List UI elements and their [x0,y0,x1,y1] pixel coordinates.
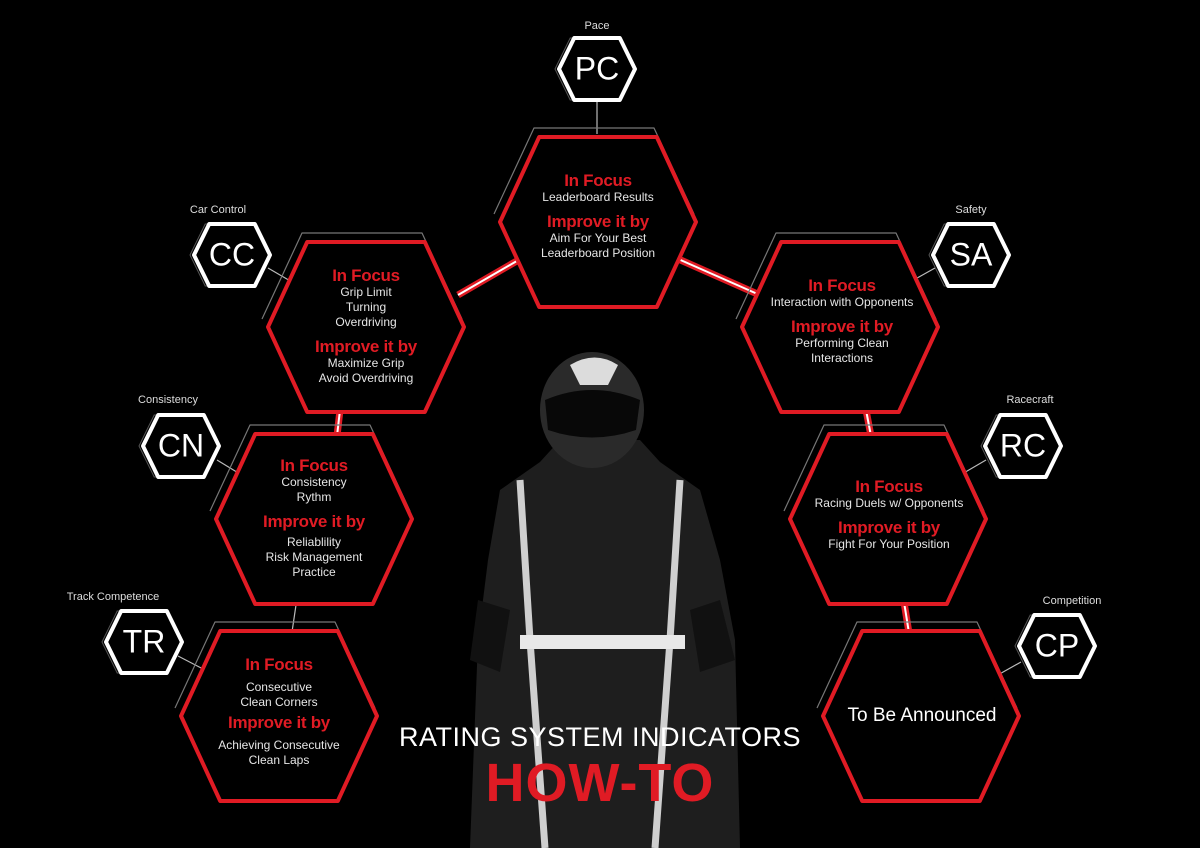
card-safety[interactable]: In Focus Interaction with Opponents Impr… [771,277,914,366]
hex-card [266,240,466,414]
focus-heading: In Focus [245,655,313,674]
focus-item: Consecutive [245,680,313,694]
improve-heading: Improve it by [315,337,417,356]
connector-gray [177,655,206,671]
label-consistency: Consistency [138,394,198,406]
connector-white [865,409,872,437]
connector-gray [291,604,297,633]
connector-white [675,257,763,297]
hex-card [179,629,379,803]
focus-item: Overdriving [335,315,397,329]
abbr-sa: SA [949,236,993,273]
hex-card [821,629,1021,803]
improve-item: Leaderboard Position [540,246,656,260]
focus-item: Turning [345,300,387,314]
hex-icon [983,413,1063,479]
driver-figure [470,352,740,848]
abbr-cc: CC [208,236,256,273]
hex-card [740,240,940,414]
hex-card [214,432,414,606]
improve-item: Aim For Your Best [549,231,647,245]
card-track-competence[interactable]: In Focus Consecutive Clean Corners Impro… [218,656,339,768]
focus-item: Consistency [281,475,347,489]
hex-icon [104,609,184,675]
hex-card [498,135,698,309]
card-pace[interactable]: In Focus Leaderboard Results Improve it … [541,172,655,261]
card-racecraft[interactable]: In Focus Racing Duels w/ Opponents Impro… [815,478,964,552]
improve-item: Clean Laps [248,753,310,767]
abbr-cp: CP [1034,627,1080,664]
abbr-rc: RC [999,427,1047,464]
focus-heading: In Focus [332,266,400,285]
improve-item: Performing Clean [795,336,889,350]
improve-heading: Improve it by [263,512,365,531]
hex-icon [557,36,637,102]
hex-card [788,432,988,606]
abbr-cn: CN [157,427,205,464]
label-safety: Safety [955,204,987,216]
abbr-pc: PC [574,50,620,87]
label-competition: Competition [1042,595,1102,607]
card-consistency[interactable]: In Focus Consistency Rythm Improve it by… [263,457,365,580]
focus-item: Rythm [296,490,332,504]
focus-item: Grip Limit [340,285,392,299]
improve-item: Achieving Consecutive [218,738,340,752]
improve-item: Risk Management [265,550,363,564]
improve-item: Avoid Overdriving [318,371,414,385]
label-track-competence: Track Competence [66,591,160,603]
hex-icon [931,222,1011,288]
improve-heading: Improve it by [838,518,940,537]
hexagons [101,36,1097,803]
hex-icon [141,413,221,479]
improve-item: Fight For Your Position [828,537,950,551]
focus-item: Clean Corners [240,695,318,709]
hex-icon [192,222,272,288]
label-car-control: Car Control [189,204,247,216]
focus-item: Racing Duels w/ Opponents [814,496,964,510]
label-racecraft: Racecraft [1006,394,1054,406]
focus-heading: In Focus [808,276,876,295]
card-competition-status[interactable]: To Be Announced [847,705,997,726]
improve-heading: Improve it by [547,212,649,231]
improve-heading: Improve it by [228,713,330,732]
focus-heading: In Focus [280,456,348,475]
hex-icon [1017,613,1097,679]
focus-heading: In Focus [855,477,923,496]
abbr-tr: TR [122,623,166,660]
connector-white [903,601,910,634]
improve-item: Maximize Grip [327,356,405,370]
label-pace: Pace [584,20,610,32]
improve-heading: Improve it by [791,317,893,336]
improve-item: Reliablility [286,535,342,549]
title-how-to: HOW-TO [485,753,715,813]
focus-item: Leaderboard Results [542,190,654,204]
connector-white [457,257,523,296]
improve-item: Interactions [810,351,874,365]
focus-heading: In Focus [564,171,632,190]
card-car-control[interactable]: In Focus Grip Limit Turning Overdriving … [315,267,417,386]
title-line1: RATING SYSTEM INDICATORS [398,722,802,752]
connector-white [336,409,341,437]
improve-item: Practice [292,565,336,579]
focus-item: Interaction with Opponents [770,295,914,309]
